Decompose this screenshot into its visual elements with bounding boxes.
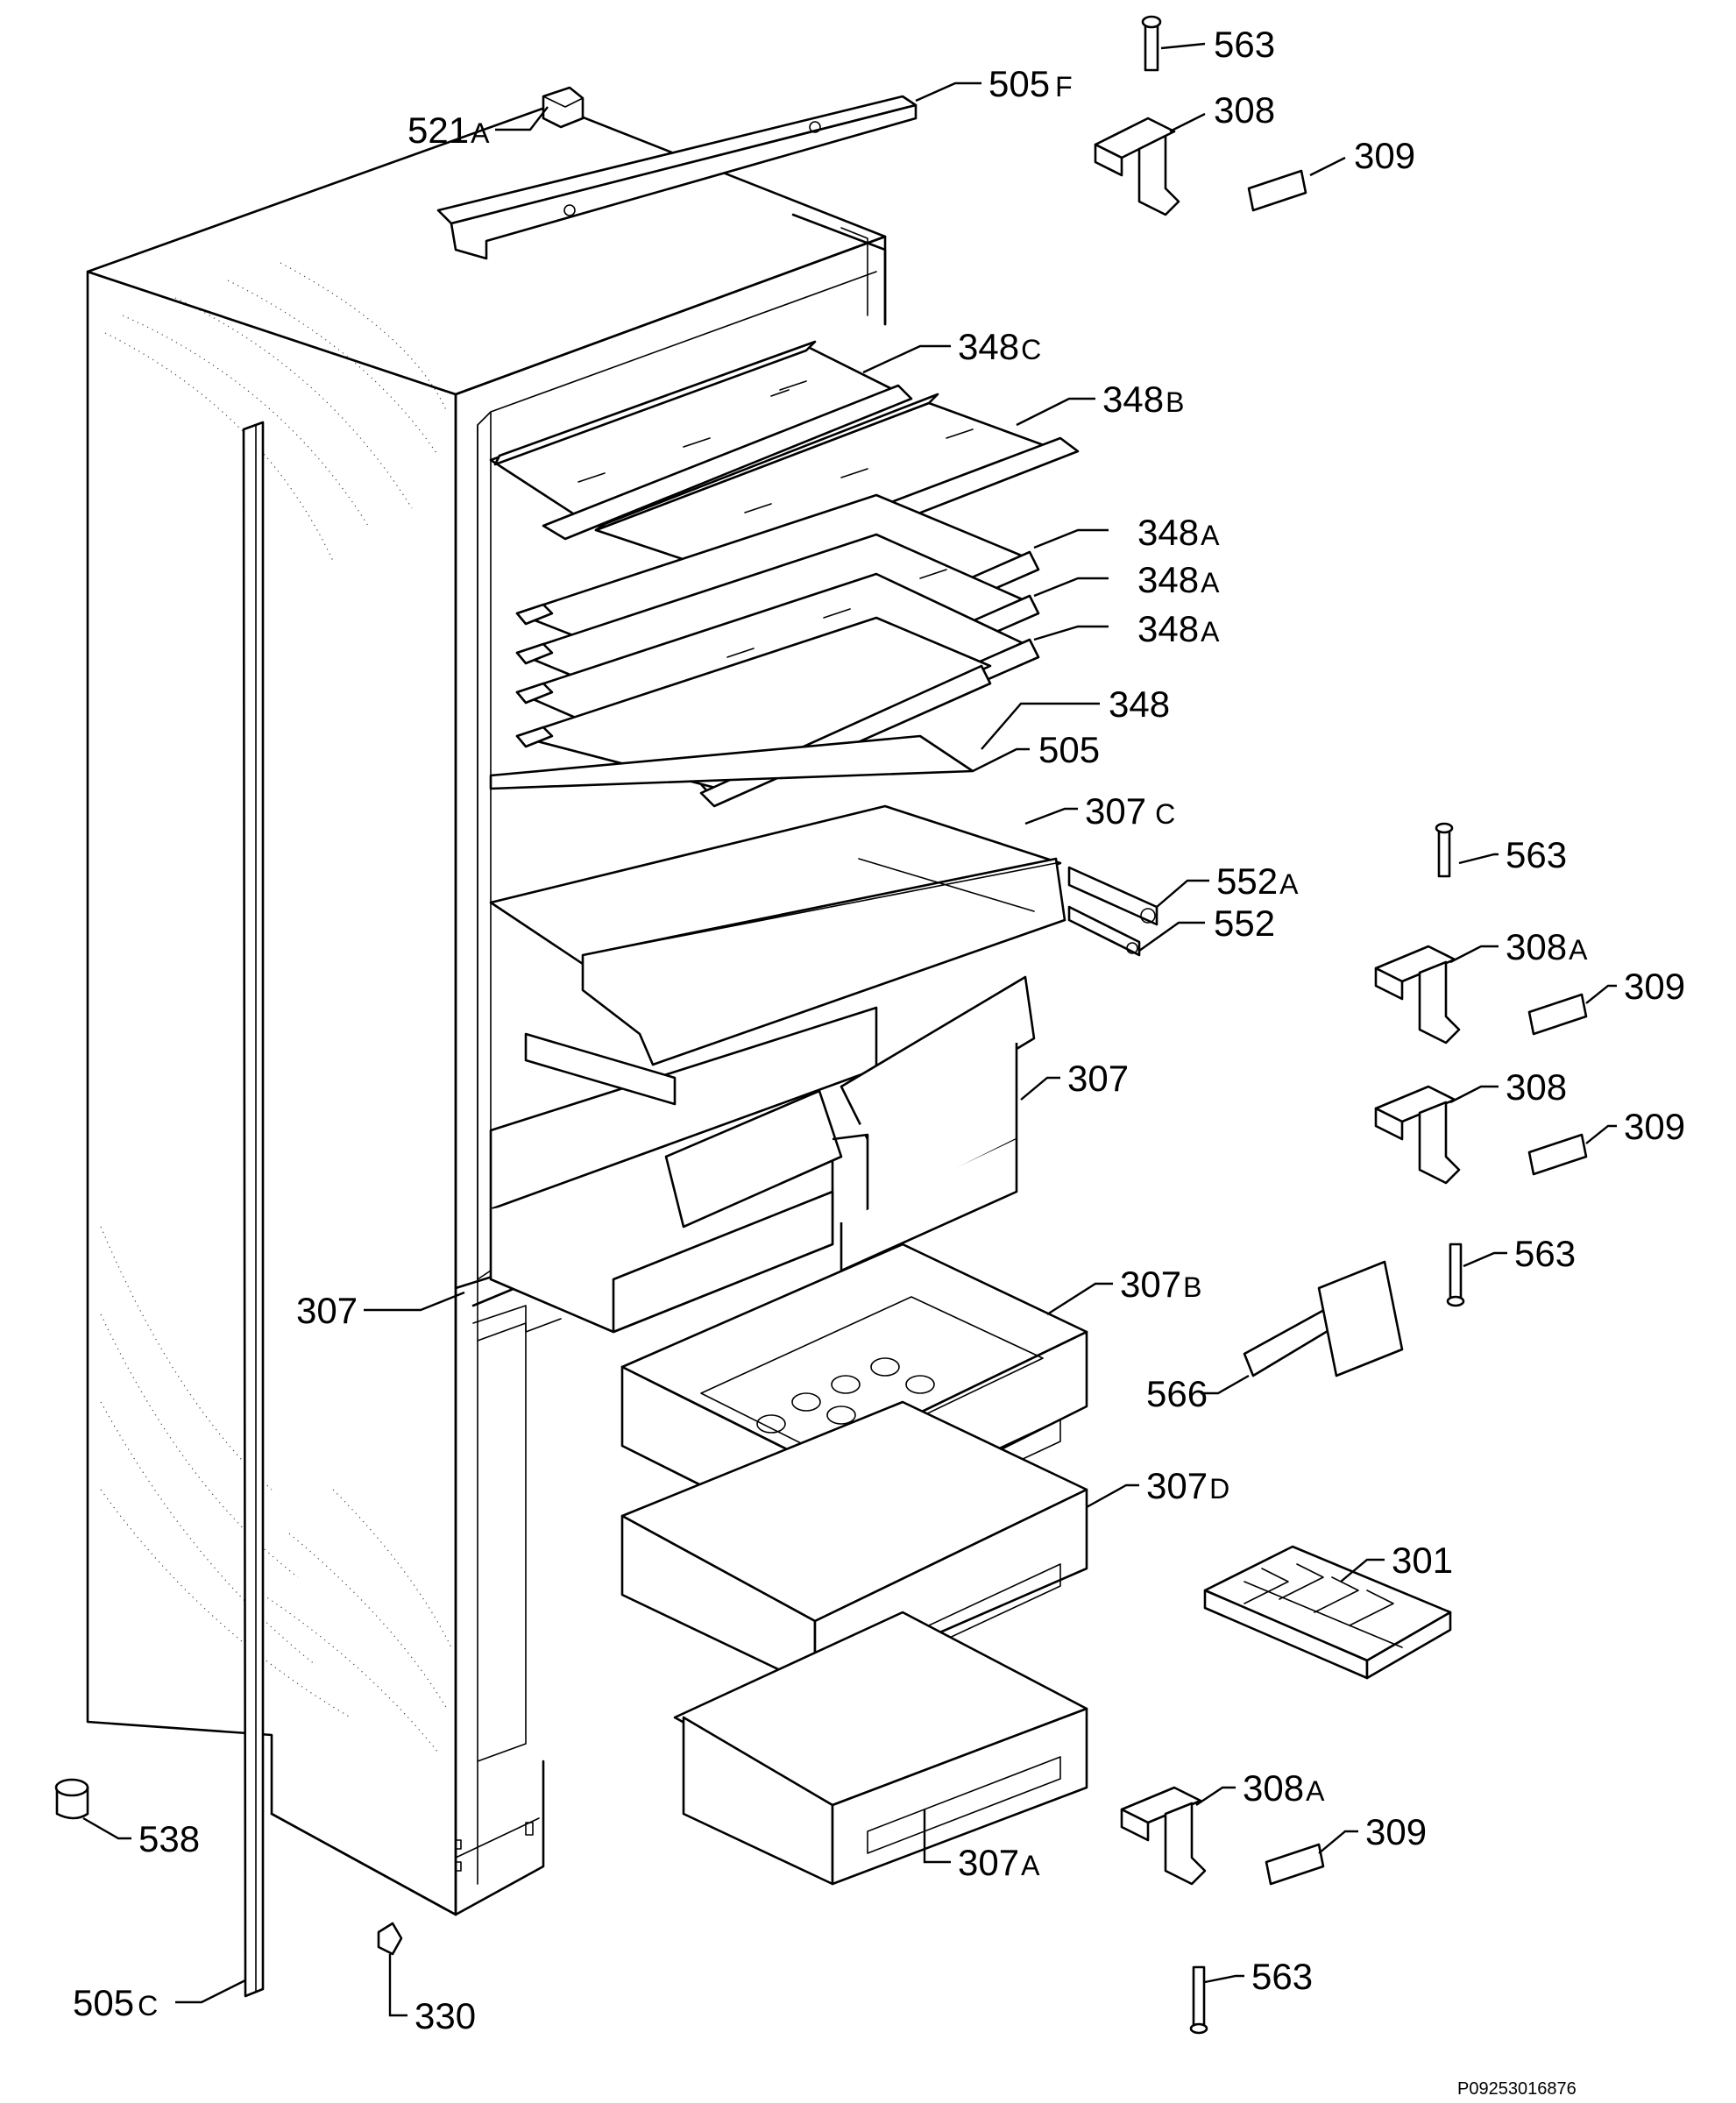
hinge-308a-bot [1120,1786,1207,1886]
clip-330 [377,1922,403,1956]
pin-563-top [1141,15,1162,72]
label-309-bot: 309 [1365,1811,1427,1852]
pin-563-bot [1189,1965,1208,2035]
label-521a: 521A [407,110,490,151]
label-307a: 307A [958,1842,1040,1883]
label-308-mid: 308 [1506,1066,1567,1108]
label-563-mid: 563 [1506,834,1567,875]
label-563-bot: 563 [1251,1956,1313,1997]
plate-309-mid1 [1527,993,1588,1036]
label-348a-1: 348A [1137,512,1220,553]
ice-scraper-566 [1243,1260,1404,1377]
rail-552a [1067,866,1159,926]
label-348b: 348B [1102,379,1184,420]
label-563-top: 563 [1214,24,1275,65]
shelf-348c [489,340,913,541]
label-330: 330 [415,1995,476,2036]
reference-code: P09253016876 [1457,2079,1577,2099]
label-308-top: 308 [1214,89,1275,131]
label-348a-2: 348A [1137,559,1220,600]
label-308a-bot: 308A [1243,1767,1325,1809]
hinge-cap-521a [542,86,585,129]
plate-309-mid2 [1527,1133,1588,1176]
label-301: 301 [1392,1540,1453,1581]
crisper-drawer-307-right [832,975,1036,1272]
label-309-mid-2: 309 [1624,1106,1685,1147]
label-566: 566 [1146,1373,1208,1414]
glass-sparkle-marks [577,380,974,658]
hinge-308-mid [1374,1085,1461,1185]
label-307d: 307D [1146,1465,1229,1506]
label-563-low: 563 [1514,1233,1576,1274]
label-307b: 307B [1120,1264,1201,1305]
rail-552 [1067,905,1141,957]
plate-309-bot [1265,1843,1325,1886]
hinge-308-top [1094,117,1180,216]
label-538: 538 [138,1818,200,1859]
label-552: 552 [1214,903,1275,944]
crisper-cover-307c [489,804,1066,1066]
pin-563-low [1446,1243,1465,1307]
ice-tray-301 [1203,1545,1452,1680]
plate-309-top [1247,169,1307,212]
crisper-drawer-307-left [489,1006,878,1334]
hinge-308a-mid [1374,945,1461,1044]
pin-563-mid [1435,822,1454,878]
label-348c: 348C [958,326,1041,367]
label-307-left: 307 [296,1290,358,1331]
label-309-mid-1: 309 [1624,966,1685,1007]
label-348: 348 [1109,683,1170,725]
freezer-drawer-307a [673,1611,1088,1886]
label-308a-mid: 308A [1506,926,1588,967]
label-307-right: 307 [1067,1058,1129,1099]
label-309-top: 309 [1354,135,1415,176]
label-348a-3: 348A [1137,608,1220,649]
label-552a: 552A [1216,860,1299,902]
label-505: 505 [1038,729,1100,770]
foot-538 [54,1778,89,1820]
leader-lines [82,42,1617,2017]
top-hinge-plate-505f [436,95,918,260]
door-seal-strip-505c [242,421,265,1998]
